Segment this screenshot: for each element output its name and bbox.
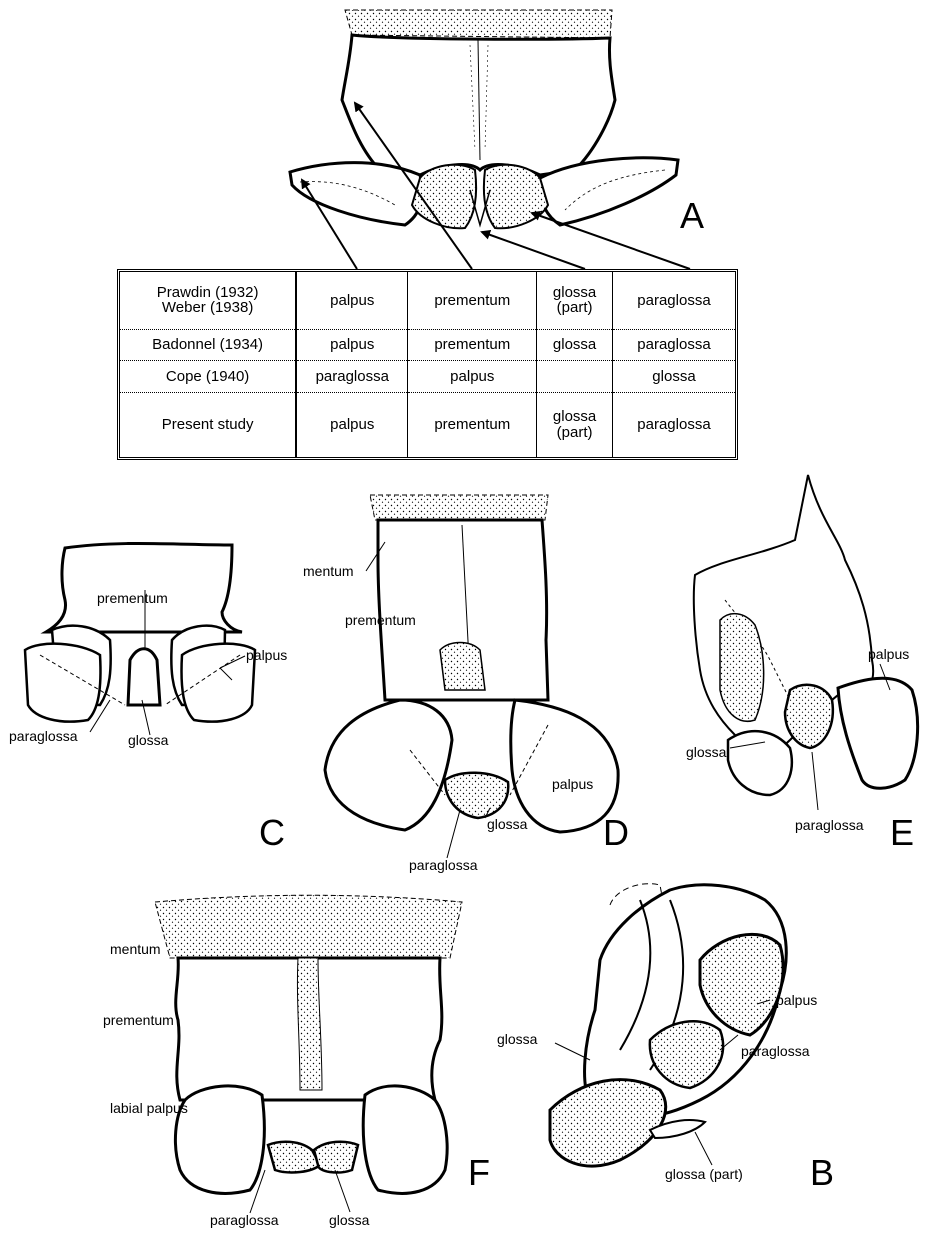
label-b-glossa-part: glossa (part) <box>665 1166 743 1182</box>
panel-f-leaders <box>250 1170 350 1213</box>
panel-letter-e: E <box>890 812 914 854</box>
panel-d-glossa <box>445 773 508 818</box>
panel-c-drawing <box>25 543 255 721</box>
label-d-mentum: mentum <box>303 563 354 579</box>
table-cell-source: Prawdin (1932) Weber (1938) <box>120 272 296 329</box>
panel-letter-c: C <box>259 812 285 854</box>
panel-f-drawing <box>155 895 462 1193</box>
table-row: Present study palpus prementum glossa (p… <box>120 392 735 457</box>
label-e-glossa: glossa <box>686 744 726 760</box>
label-f-labial-palpus: labial palpus <box>110 1100 188 1116</box>
label-d-paraglossa: paraglossa <box>409 857 478 873</box>
panel-e-palpus <box>838 678 918 788</box>
table-cell: glossa (part) <box>537 392 613 457</box>
label-f-glossa: glossa <box>329 1212 369 1228</box>
table-cell: glossa (part) <box>537 272 613 329</box>
table-cell: prementum <box>408 272 537 329</box>
panel-letter-d: D <box>603 812 629 854</box>
label-c-paraglossa: paraglossa <box>9 728 78 744</box>
table-cell: palpus <box>296 392 408 457</box>
panel-e-inner <box>720 614 764 722</box>
panel-a-drawing <box>290 10 678 228</box>
panel-f-mentum <box>155 895 462 958</box>
panel-d-left-palpus <box>325 700 452 830</box>
panel-letter-b: B <box>810 1152 834 1194</box>
table-cell-source: Cope (1940) <box>120 361 296 392</box>
label-c-glossa: glossa <box>128 732 168 748</box>
panel-b-drawing <box>550 884 786 1166</box>
table-row: Badonnel (1934) palpus prementum glossa … <box>120 329 735 360</box>
panel-b-glossa <box>550 1080 666 1166</box>
table-row: Prawdin (1932) Weber (1938) palpus preme… <box>120 272 735 329</box>
table-cell-source: Present study <box>120 392 296 457</box>
label-f-mentum: mentum <box>110 941 161 957</box>
table-cell: glossa <box>612 361 735 392</box>
table-row: Cope (1940) paraglossa palpus glossa <box>120 361 735 392</box>
label-d-palpus: palpus <box>552 776 593 792</box>
terminology-table: Prawdin (1932) Weber (1938) palpus preme… <box>117 269 738 460</box>
panel-c-right-palpus <box>182 644 256 722</box>
table-cell: glossa <box>537 329 613 360</box>
table-cell: palpus <box>296 272 408 329</box>
label-b-paraglossa: paraglossa <box>741 1043 810 1059</box>
panel-c-prementum <box>46 543 242 632</box>
label-d-glossa: glossa <box>487 816 527 832</box>
label-e-palpus: palpus <box>868 646 909 662</box>
label-f-prementum: prementum <box>103 1012 174 1028</box>
label-c-palpus: palpus <box>246 647 287 663</box>
panel-f-left-palpus <box>175 1086 264 1193</box>
table-cell <box>537 361 613 392</box>
panel-f-central-stripe <box>297 958 322 1090</box>
table-cell: palpus <box>296 329 408 360</box>
panel-a-mentum <box>345 10 612 38</box>
table-cell: paraglossa <box>296 361 408 392</box>
label-f-paraglossa: paraglossa <box>210 1212 279 1228</box>
panel-d-central <box>440 643 485 691</box>
label-b-palpus: palpus <box>776 992 817 1008</box>
panel-e-glossa <box>728 731 792 795</box>
panel-c-left-palpus <box>25 644 101 722</box>
table-cell: paraglossa <box>612 329 735 360</box>
label-c-prementum: prementum <box>97 590 168 606</box>
table-cell: prementum <box>408 329 537 360</box>
table-cell: palpus <box>408 361 537 392</box>
table-cell: prementum <box>408 392 537 457</box>
panel-letter-f: F <box>468 1152 490 1194</box>
label-d-prementum: prementum <box>345 612 416 628</box>
panel-letter-a: A <box>680 195 704 237</box>
table-cell-source: Badonnel (1934) <box>120 329 296 360</box>
table-cell: paraglossa <box>612 392 735 457</box>
panel-d-mentum <box>370 495 548 520</box>
panel-e-drawing <box>694 475 918 795</box>
label-e-paraglossa: paraglossa <box>795 817 864 833</box>
panel-f-right-palpus <box>363 1086 447 1193</box>
panel-f-glossa <box>268 1142 320 1173</box>
table-cell: paraglossa <box>612 272 735 329</box>
panel-c-glossa <box>128 649 160 705</box>
label-b-glossa: glossa <box>497 1031 537 1047</box>
